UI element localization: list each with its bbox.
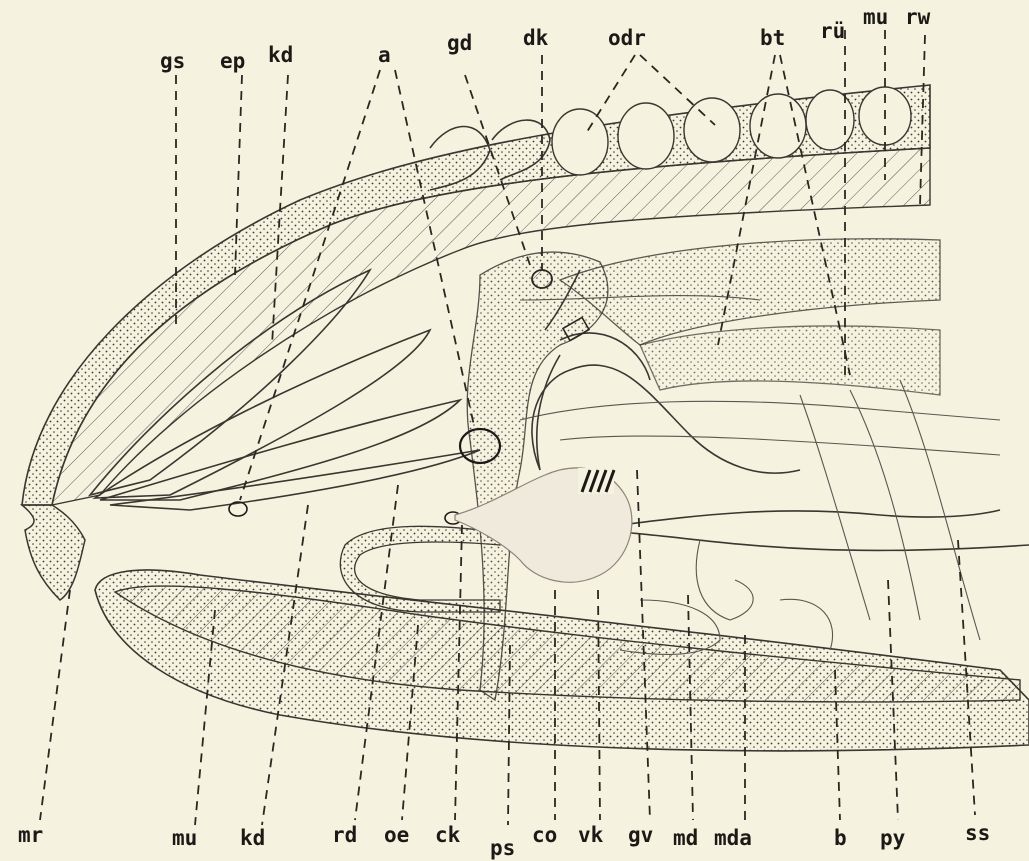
label-b: b <box>834 826 847 850</box>
label-ep: ep <box>220 49 245 73</box>
label-bt: bt <box>760 26 785 50</box>
label-co: co <box>532 823 557 847</box>
label-a: a <box>378 43 391 67</box>
label-mr: mr <box>18 823 43 847</box>
mouth-lip <box>22 505 85 600</box>
odr-cell <box>618 103 674 169</box>
label-vk: vk <box>578 823 604 847</box>
label-ck: ck <box>435 823 461 847</box>
label-odr: odr <box>608 26 646 50</box>
oesophagus <box>340 526 500 612</box>
odr-cell <box>750 94 806 158</box>
label-gs: gs <box>160 49 185 73</box>
label-md: md <box>673 826 698 850</box>
dorsal-commissure <box>532 270 552 288</box>
label-ru: rü <box>820 19 845 43</box>
label-ss: ss <box>965 821 990 845</box>
odr-cell <box>684 98 740 162</box>
gv-hatched-block <box>578 468 614 494</box>
label-gd: gd <box>447 31 472 55</box>
label-oe: oe <box>384 823 409 847</box>
label-rw: rw <box>905 5 931 29</box>
label-gv: gv <box>628 823 653 847</box>
label-mu-bottom: mu <box>172 826 197 850</box>
odr-cell <box>552 109 608 175</box>
label-dk: dk <box>523 26 549 50</box>
bt-tissue-lower <box>640 326 940 395</box>
label-kd-top: kd <box>268 43 293 67</box>
label-mu-top: mu <box>863 5 888 29</box>
label-py: py <box>880 826 906 850</box>
label-rd: rd <box>332 823 357 847</box>
label-mda: mda <box>714 826 752 850</box>
a-vessel-small <box>229 502 247 516</box>
label-kd-bottom: kd <box>240 826 265 850</box>
label-ps: ps <box>490 836 515 860</box>
odr-cell <box>806 90 854 150</box>
